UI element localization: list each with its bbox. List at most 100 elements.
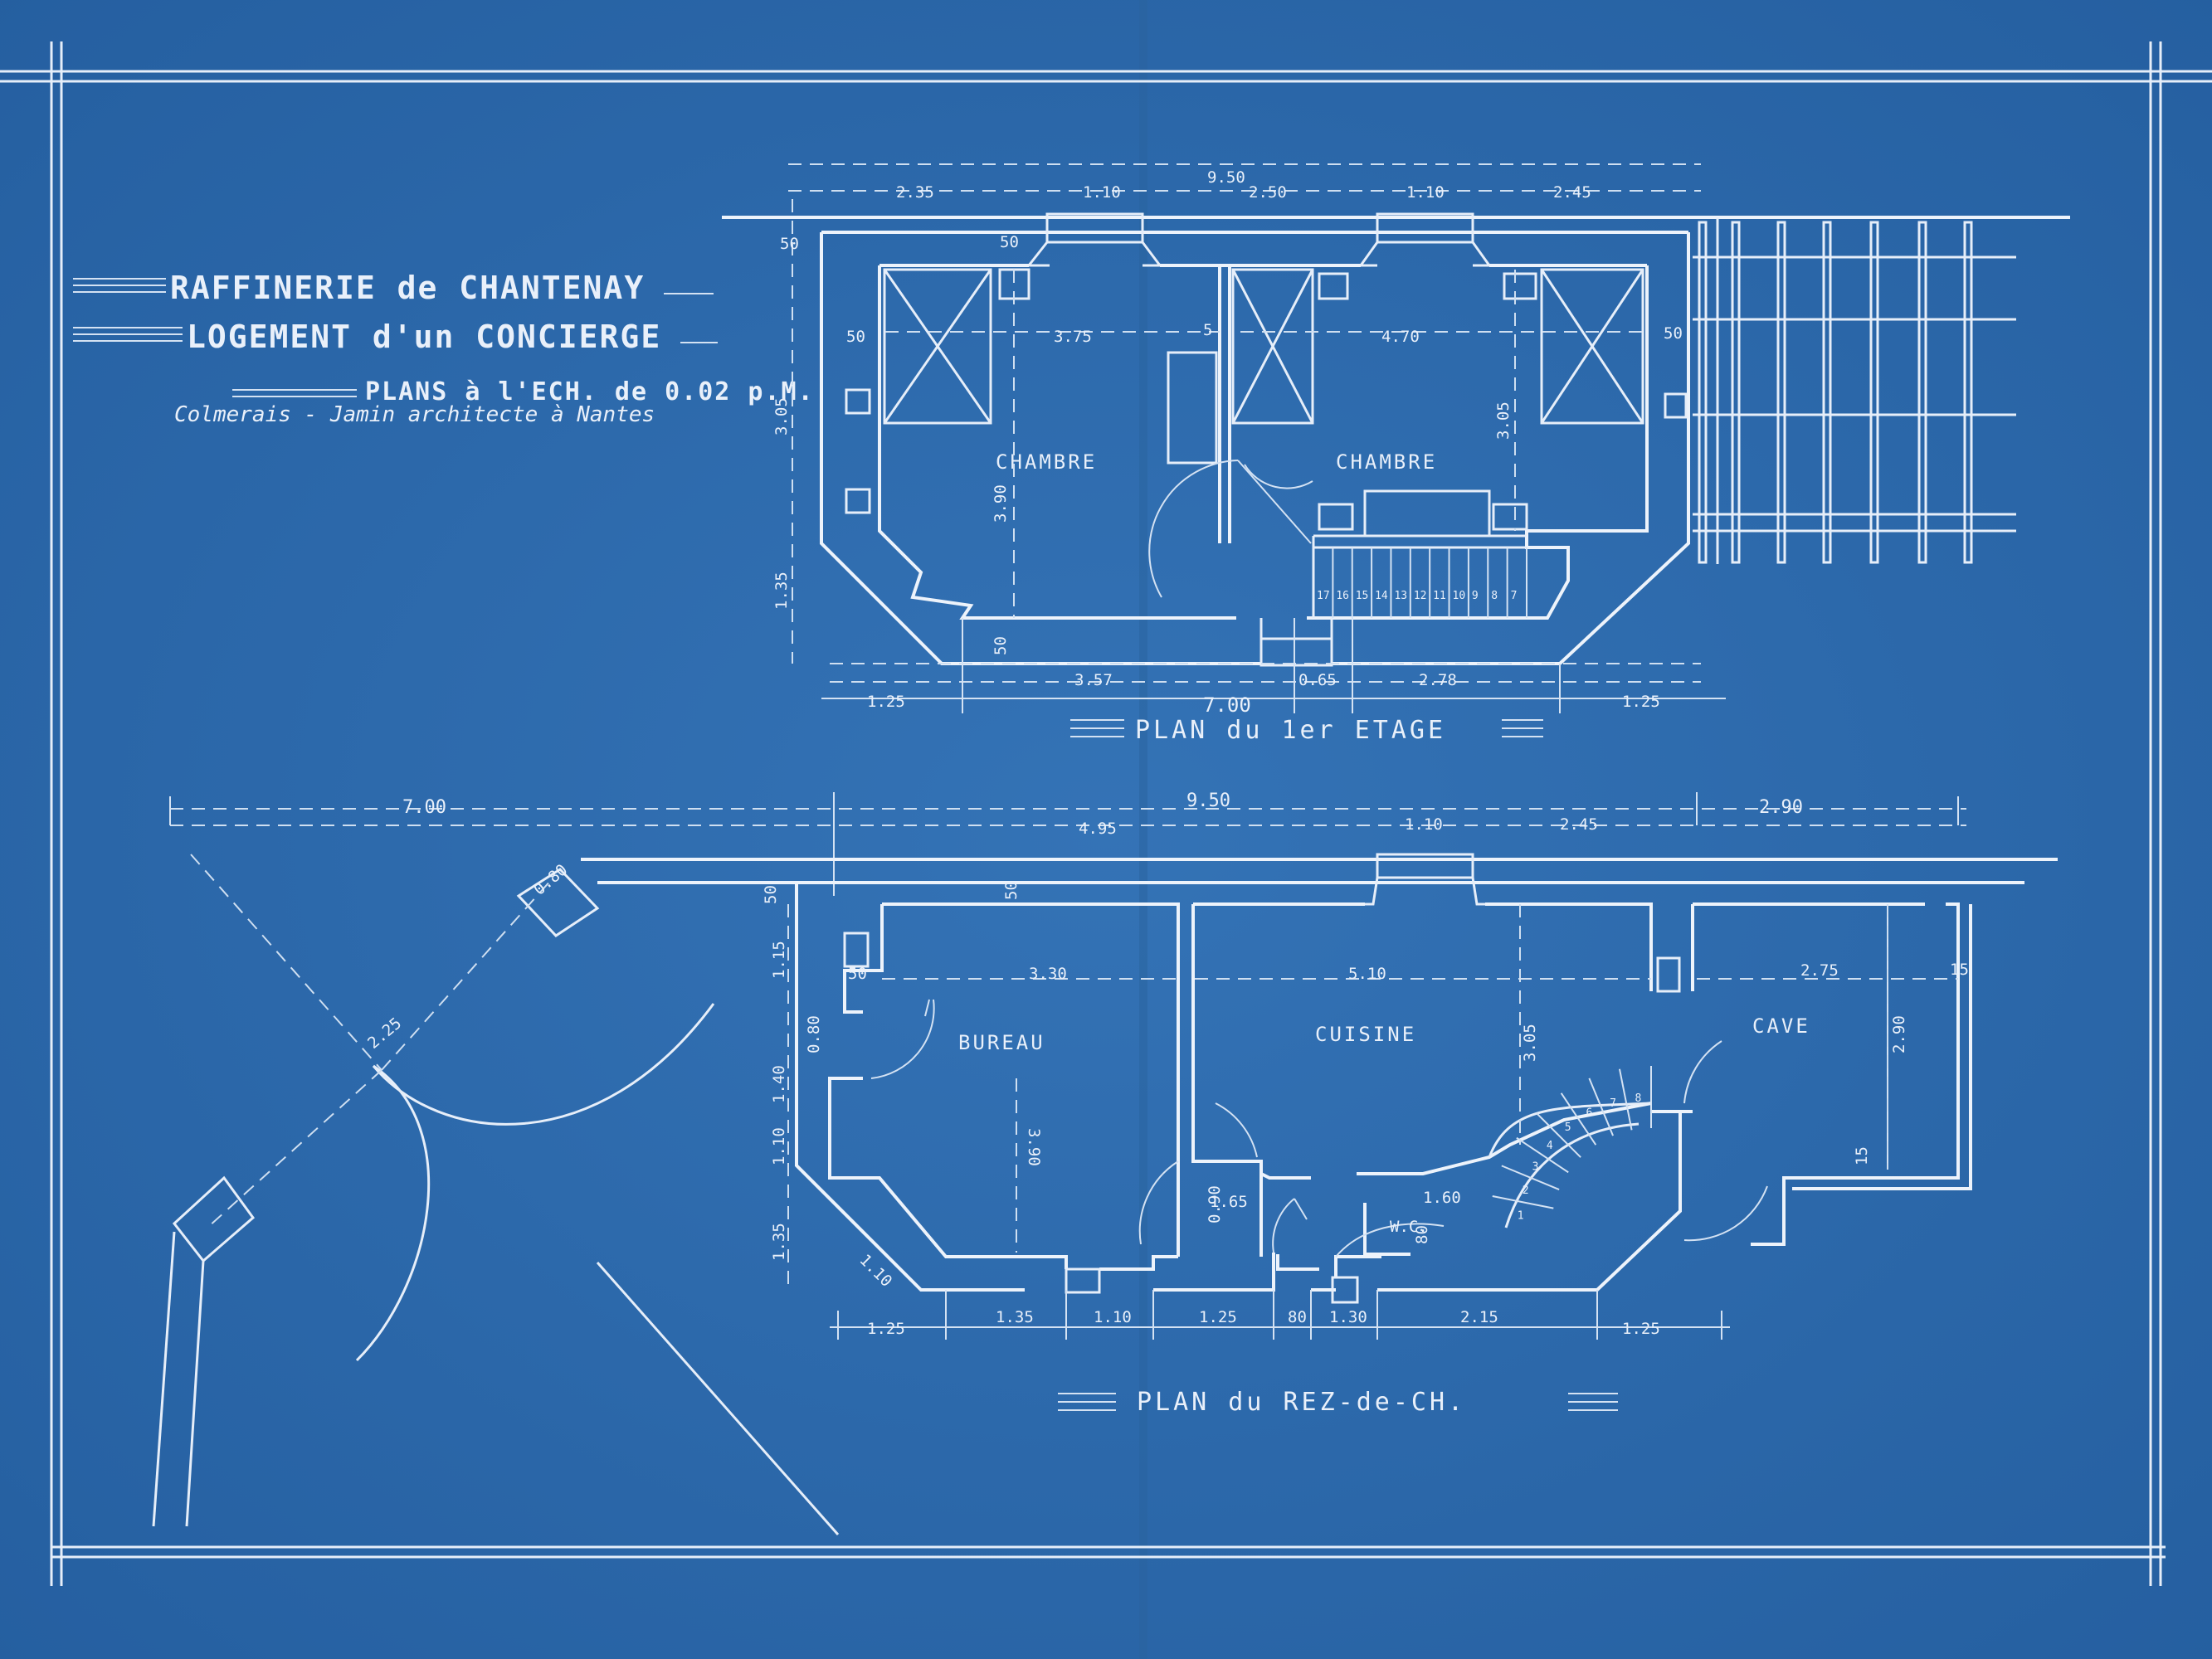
- gf-dim-inner-21: 15: [1853, 1146, 1871, 1165]
- gf-dim-inner-10: 1.35: [770, 1223, 788, 1261]
- gf-stair-tread: [1492, 1194, 1554, 1209]
- ff-dim-top-1: 2.35: [896, 183, 934, 202]
- gf-room-wc: W.C.: [1390, 1218, 1428, 1236]
- ff-stair-step-number: 17: [1317, 590, 1330, 602]
- gf-stair-step-number: 7: [1610, 1097, 1616, 1110]
- ff-dim-inner-10: 50: [1664, 324, 1683, 343]
- gf-dim-bottom-5: 80: [1288, 1308, 1307, 1326]
- gf-dim-inner-2: 5.10: [1348, 965, 1386, 983]
- gf-dim-bottom-4: 1.25: [1199, 1308, 1237, 1326]
- gf-dim-inner-13: 0.90: [1206, 1185, 1224, 1224]
- gf-dim-top-3: 2.45: [1560, 815, 1598, 834]
- gf-dim-inner-3: 2.75: [1800, 961, 1839, 980]
- gf-room-cuisine: CUISINE: [1315, 1023, 1416, 1046]
- gf-dim-inner-7: 1.15: [770, 941, 788, 979]
- gf-dim-bottom-1: 1.25: [867, 1320, 905, 1338]
- ff-dim-inner-8: 50: [1000, 233, 1019, 251]
- ff-dim-inner-3: 3.90: [992, 484, 1010, 523]
- gf-dim-inner-12: 1.60: [1423, 1189, 1461, 1207]
- ground-floor-plan: 7.00 9.50 4.95 1.10 2.45 2.90: [152, 791, 2058, 1535]
- ff-dim-bottom-3: 0.65: [1298, 671, 1337, 689]
- gf-stair-step-number: 4: [1547, 1140, 1553, 1152]
- gf-stair-tread: [1560, 1092, 1597, 1146]
- ff-dim-inner-4: 3.05: [1494, 401, 1513, 440]
- ff-dim-bottom-5: 1.25: [1622, 693, 1660, 711]
- gf-stair-step-number: 6: [1586, 1107, 1593, 1120]
- ff-dim-bottom-4: 2.78: [1419, 671, 1457, 689]
- gf-dim-inner-8: 1.40: [770, 1065, 788, 1103]
- gf-dim-inner-11: 1.65: [1210, 1193, 1248, 1211]
- gf-dim-bottom-3: 1.10: [1094, 1308, 1132, 1326]
- ff-dim-inner-12: 5: [1203, 321, 1212, 339]
- gf-dim-top-2: 1.10: [1405, 815, 1443, 834]
- ff-dim-bottom-1: 1.25: [867, 693, 905, 711]
- gf-dim-inner-22: 80: [1413, 1225, 1431, 1244]
- ff-dim-inner-7: 50: [780, 235, 799, 253]
- gf-stair-step-number: 5: [1565, 1121, 1571, 1134]
- gf-room-bureau: BUREAU: [958, 1031, 1045, 1054]
- gf-stair-tread: [1516, 1136, 1569, 1174]
- ff-stair-step-number: 11: [1433, 590, 1446, 602]
- ff-stair-step-number: 7: [1511, 590, 1518, 602]
- ff-stair-step-number: 13: [1394, 590, 1407, 602]
- gf-dim-inner-9: 1.10: [770, 1127, 788, 1165]
- gf-dim-bottom-7: 2.15: [1460, 1308, 1498, 1326]
- ff-room-chambre-left: CHAMBRE: [996, 450, 1097, 474]
- gf-dim-bottom-8: 1.25: [1622, 1320, 1660, 1338]
- ff-dim-total-bottom: 7.00: [1203, 693, 1251, 717]
- ff-stair-step-number: 12: [1414, 590, 1427, 602]
- title-line-3: PLANS à l'ECH. de 0.02 p.M.: [365, 377, 815, 406]
- ff-dim-top-5: 2.45: [1553, 183, 1591, 202]
- gf-dim-top-1: 4.95: [1079, 820, 1117, 838]
- ff-plan-caption: PLAN du 1er ETAGE: [1135, 716, 1446, 745]
- ff-stair-step-number: 10: [1453, 590, 1466, 602]
- gf-stair-tread: [1618, 1068, 1633, 1131]
- title-line-2: LOGEMENT d'un CONCIERGE: [187, 319, 661, 355]
- gf-stair-step-number: 2: [1523, 1185, 1529, 1197]
- ff-stair-step-number: 8: [1491, 590, 1498, 602]
- ff-stair-step-number: 9: [1472, 590, 1479, 602]
- gf-dim-inner-18: 50: [1002, 881, 1021, 900]
- ff-dim-top-3: 2.50: [1249, 183, 1287, 202]
- ff-dim-bottom-2: 3.57: [1074, 671, 1113, 689]
- gf-dim-total: 9.50: [1186, 791, 1230, 811]
- gf-stair-step-number: 3: [1532, 1161, 1539, 1174]
- ff-dim-inner-5: 3.05: [772, 397, 791, 435]
- ff-dim-inner-1: 3.75: [1054, 328, 1092, 346]
- gf-plan-caption: PLAN du REZ-de-CH.: [1137, 1388, 1466, 1417]
- gf-dim-inner-14: 0.80: [805, 1015, 823, 1053]
- sheet-border: [0, 41, 2212, 1586]
- title-line-1: RAFFINERIE de CHANTENAY: [170, 270, 645, 306]
- gf-stair-step-number: 8: [1635, 1092, 1642, 1105]
- gf-stair-tread: [1501, 1165, 1560, 1191]
- gf-dim-inner-17: 50: [762, 885, 780, 904]
- ff-dim-inner-9: 50: [846, 328, 865, 346]
- gf-dim-bottom-6: 1.30: [1329, 1308, 1367, 1326]
- gf-dim-inner-4: 3.90: [1025, 1128, 1043, 1166]
- gf-room-cave: CAVE: [1752, 1014, 1810, 1038]
- ff-dim-inner-6: 1.35: [772, 572, 791, 610]
- gf-stair-tread: [1588, 1078, 1615, 1136]
- ff-stair-step-number: 16: [1336, 590, 1349, 602]
- ff-dim-total-top: 9.50: [1207, 168, 1245, 187]
- gf-dim-right: 2.90: [1759, 797, 1803, 818]
- garden-gate: [152, 868, 840, 1535]
- gf-dim-bottom-2: 1.35: [996, 1308, 1034, 1326]
- ff-dim-top-2: 1.10: [1083, 183, 1121, 202]
- ff-dim-inner-11: 50: [992, 636, 1010, 655]
- gf-dim-inner-20: 15: [1950, 961, 1969, 979]
- gf-dim-inner-5: 3.05: [1521, 1024, 1539, 1062]
- architect-signature: Colmerais - Jamin architecte à Nantes: [174, 402, 655, 427]
- pergola: [1693, 217, 2016, 564]
- gf-dim-inner-1: 3.30: [1029, 965, 1067, 983]
- ff-stair-step-number: 14: [1375, 590, 1388, 602]
- gf-dim-left: 7.00: [402, 797, 446, 818]
- ff-dim-inner-2: 4.70: [1381, 328, 1420, 346]
- ff-room-chambre-right: CHAMBRE: [1336, 450, 1437, 474]
- gf-stair-step-number: 1: [1518, 1210, 1524, 1223]
- ff-stair-step-number: 15: [1356, 590, 1369, 602]
- gf-stair-tread: [1536, 1112, 1581, 1158]
- gf-dim-inner-6: 2.90: [1890, 1015, 1908, 1053]
